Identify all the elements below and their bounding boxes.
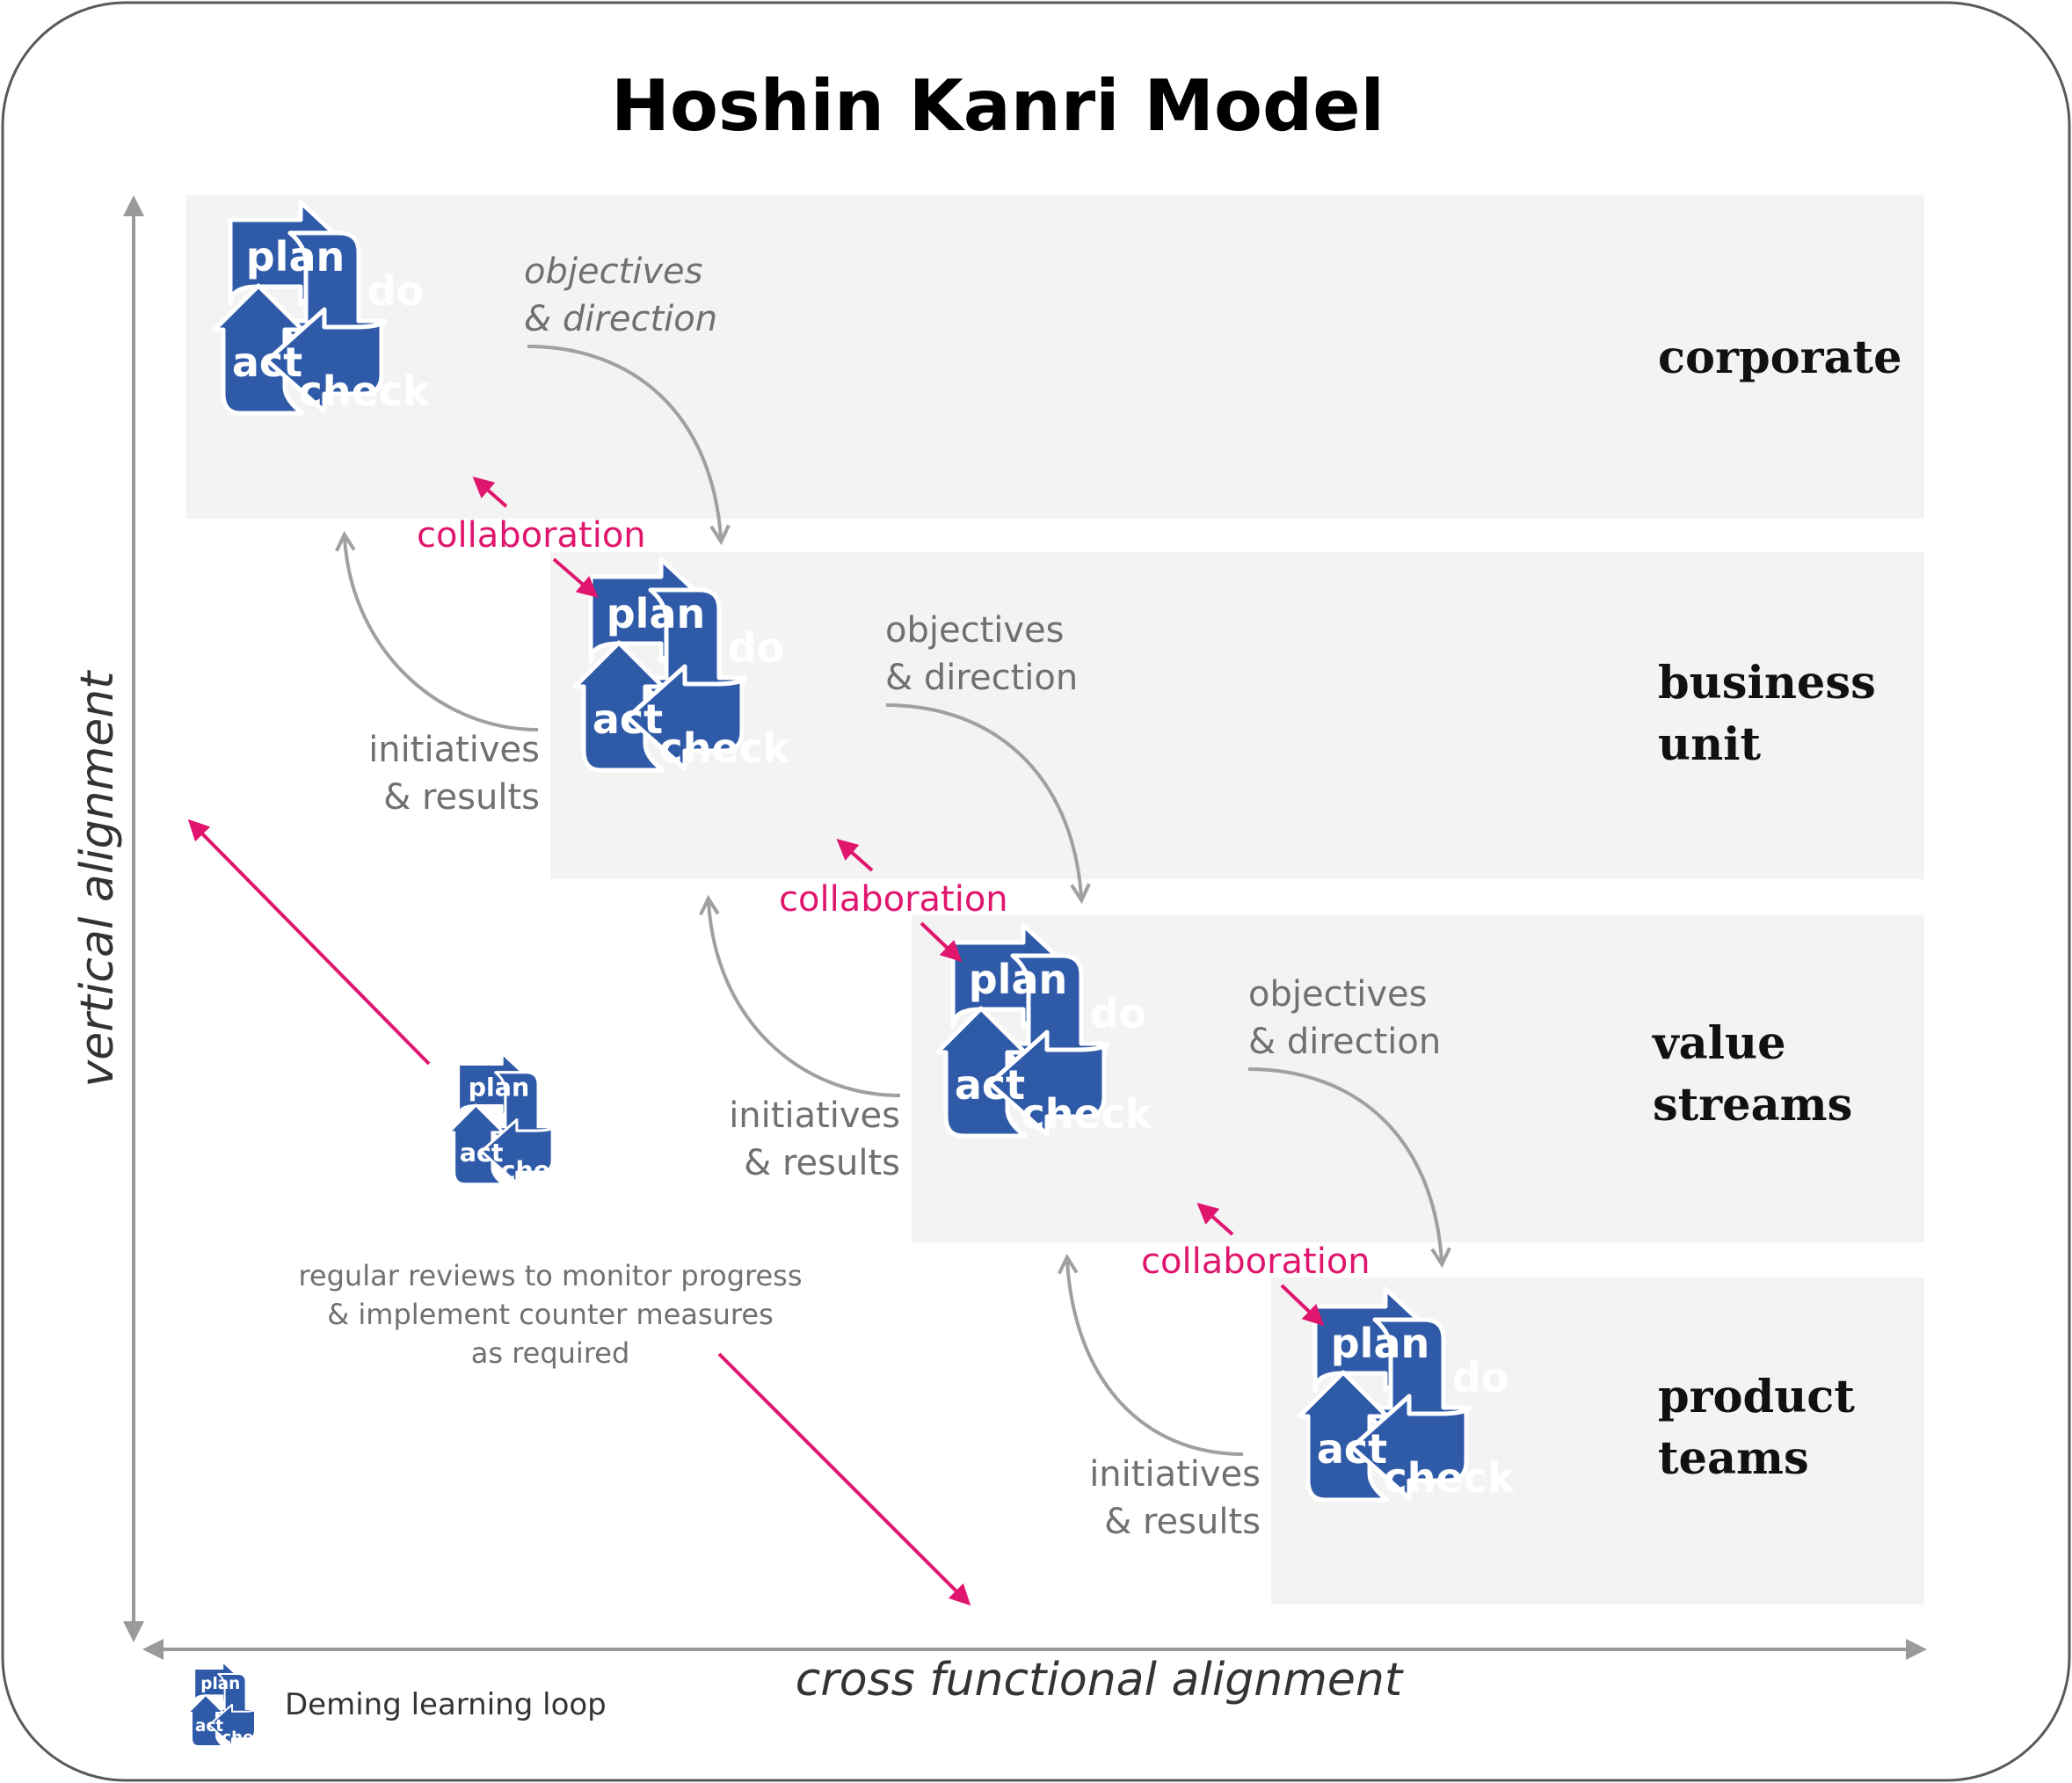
plan-label: plan (1331, 1320, 1429, 1367)
do-label: do (249, 1689, 272, 1707)
collaboration-label-2: collaboration (779, 879, 1008, 920)
band-business-unit (550, 552, 1924, 879)
results-flow-arrow-3 (709, 902, 901, 1097)
plan-label: plan (469, 1073, 530, 1102)
review-note-line1: regular reviews to monitor progress (298, 1259, 802, 1292)
check-label: check (1383, 1454, 1515, 1502)
plan-label: plan (607, 590, 705, 637)
plan-label: plan (969, 956, 1067, 1003)
legend-label: Deming learning loop (285, 1687, 607, 1722)
collaboration-arrow-2b (920, 921, 963, 963)
initiatives-results-label-4b: & results (1104, 1502, 1261, 1542)
review-note-line2: & implement counter measures (327, 1298, 773, 1331)
pdca-loop-review: plan do act check (447, 1052, 583, 1186)
initiatives-results-label-2a: initiatives (368, 730, 540, 770)
objectives-flow-arrow-3 (1247, 1067, 1442, 1261)
pdca-loop-product-teams: plan do act check (1299, 1289, 1516, 1502)
diagram-title: Hoshin Kanri Model (611, 65, 1385, 147)
level-name-business-unit-1: business (1658, 657, 1876, 710)
objectives-flow-arrow-1 (527, 345, 721, 538)
do-label: do (728, 624, 785, 672)
vertical-axis-label: vertical alignment (71, 670, 124, 1088)
collaboration-arrow-3a (1196, 1203, 1234, 1236)
plan-label: plan (200, 1675, 240, 1693)
collaboration-label-3: collaboration (1141, 1241, 1370, 1282)
act-label: act (955, 1061, 1025, 1109)
level-name-product-teams-2: teams (1658, 1432, 1809, 1485)
collaboration-label-1: collaboration (417, 515, 646, 556)
act-label: act (1317, 1425, 1387, 1473)
act-label: act (232, 338, 302, 386)
objectives-direction-label-2a: objectives (885, 610, 1065, 651)
objectives-flow-arrow-2 (885, 703, 1081, 897)
horizontal-axis-label: cross functional alignment (796, 1654, 1404, 1707)
pdca-loop-corporate: plan do act check (214, 202, 431, 415)
diagonal-arrow-down-right (717, 1352, 971, 1606)
objectives-direction-label-1a: objectives (524, 251, 703, 292)
initiatives-results-label-4a: initiatives (1089, 1454, 1261, 1495)
plan-label: plan (246, 233, 345, 280)
objectives-direction-label-1b: & direction (524, 299, 717, 339)
check-label: check (1021, 1090, 1152, 1138)
pdca-loop-business-unit: plan do act check (575, 559, 791, 772)
initiatives-results-label-2b: & results (383, 777, 540, 818)
legend-loop-icon: plan do act check (186, 1660, 275, 1747)
objectives-direction-label-3a: objectives (1248, 974, 1428, 1015)
level-name-value-streams-2: streams (1653, 1079, 1852, 1132)
pdca-loop-value-streams: plan do act check (937, 925, 1153, 1138)
diagonal-arrow-up-left (187, 819, 431, 1066)
objectives-direction-label-2b: & direction (885, 658, 1078, 698)
level-name-corporate: corporate (1658, 331, 1902, 384)
collaboration-arrow-1b (552, 557, 599, 598)
results-flow-arrow-2 (345, 538, 539, 731)
do-label: do (1452, 1354, 1509, 1401)
level-name-product-teams-1: product (1658, 1371, 1855, 1423)
collaboration-arrow-1a (472, 477, 508, 508)
review-note-line3: as required (471, 1336, 630, 1370)
act-label: act (195, 1717, 223, 1736)
collaboration-arrow-3b (1280, 1284, 1325, 1327)
check-label: check (501, 1156, 583, 1185)
do-label: do (543, 1095, 578, 1124)
check-label: check (658, 724, 790, 772)
level-name-business-unit-2: unit (1658, 718, 1762, 771)
check-label: check (222, 1728, 274, 1747)
collaboration-arrow-2a (836, 839, 874, 872)
initiatives-results-label-3a: initiatives (729, 1095, 900, 1136)
check-label: check (298, 368, 430, 415)
act-label: act (460, 1139, 504, 1168)
do-label: do (367, 267, 425, 315)
results-flow-arrow-4 (1067, 1261, 1244, 1456)
do-label: do (1090, 990, 1147, 1037)
band-corporate (186, 195, 1924, 519)
initiatives-results-label-3b: & results (744, 1143, 900, 1183)
level-name-value-streams-1: value (1652, 1017, 1786, 1070)
objectives-direction-label-3b: & direction (1248, 1022, 1441, 1062)
act-label: act (593, 695, 663, 743)
